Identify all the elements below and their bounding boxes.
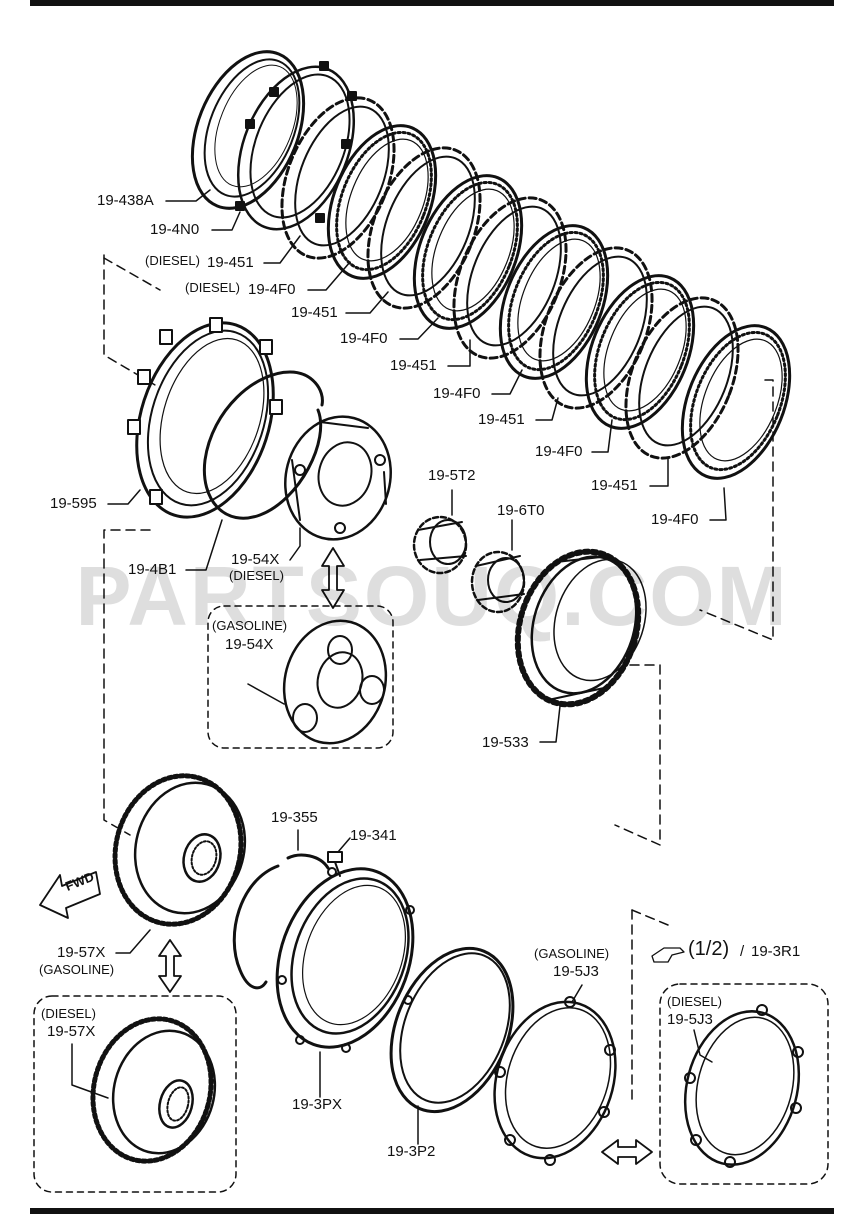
bottom-border xyxy=(30,1208,834,1214)
label-19-438A: 19-438A xyxy=(97,192,154,209)
label-19-6T0: 19-6T0 xyxy=(497,502,545,519)
friction-plates-19-4F0 xyxy=(308,110,811,494)
hand-pointer-icon xyxy=(652,948,684,962)
label-gasoline-5J3: (GASOLINE) xyxy=(534,946,610,961)
seal-ring-19-438A xyxy=(171,35,325,225)
callout-ref[interactable]: (1/2) xyxy=(688,938,730,960)
label-19-4F0-d: 19-4F0 xyxy=(535,443,583,460)
label-gasoline-57X: (GASOLINE) xyxy=(39,962,115,977)
label-19-595: 19-595 xyxy=(50,495,97,512)
piston-housing-19-3PX xyxy=(253,850,436,1067)
snap-ring-19-355 xyxy=(288,855,328,868)
label-19-4F0-b: 19-4F0 xyxy=(340,330,388,347)
label-19-451-b: 19-451 xyxy=(291,304,338,321)
label-diesel-5J3: (DIESEL) xyxy=(667,994,722,1009)
label-19-54X-diesel: 19-54X xyxy=(231,551,280,568)
pinion-gear-19-6T0 xyxy=(472,552,524,612)
label-diesel-57X: (DIESEL) xyxy=(41,1006,96,1021)
label-19-4F0-a: 19-4F0 xyxy=(248,281,296,298)
label-19-355: 19-355 xyxy=(271,809,318,826)
label-19-451-a: 19-451 xyxy=(207,254,254,271)
group-box-diesel-5J3 xyxy=(660,984,828,1184)
sun-gear-gasoline-19-57X xyxy=(99,762,260,939)
swap-arrow-54X xyxy=(322,548,344,608)
group-box-diesel-57X xyxy=(34,996,236,1192)
fwd-arrow-icon xyxy=(40,872,100,918)
label-19-4F0-c: 19-4F0 xyxy=(433,385,481,402)
planet-carrier-gasoline-19-54X xyxy=(271,609,400,755)
label-19-451-c: 19-451 xyxy=(390,357,437,374)
callout-separator: / xyxy=(740,943,745,960)
label-gasoline-54X: (GASOLINE) xyxy=(212,618,288,633)
label-19-57X-gasoline: 19-57X xyxy=(57,944,106,961)
swap-arrow-57X xyxy=(159,940,181,992)
plate-gasoline-19-5J3 xyxy=(475,986,635,1174)
label-19-3P2: 19-3P2 xyxy=(387,1143,436,1160)
label-19-5T2: 19-5T2 xyxy=(428,467,476,484)
label-19-451-d: 19-451 xyxy=(478,411,525,428)
label-19-533: 19-533 xyxy=(482,734,529,751)
label-diesel-4F0: (DIESEL) xyxy=(185,280,240,295)
dashed-guides xyxy=(104,255,773,1105)
label-19-341: 19-341 xyxy=(350,827,397,844)
group-box-gasoline-54X xyxy=(208,606,393,748)
plate-diesel-19-5J3 xyxy=(669,998,816,1177)
label-19-451-e: 19-451 xyxy=(591,477,638,494)
swap-arrow-5J3 xyxy=(602,1140,652,1164)
label-19-57X-diesel: 19-57X xyxy=(47,1023,96,1040)
label-19-54X-gasoline: 19-54X xyxy=(225,636,274,653)
label-diesel-54X: (DIESEL) xyxy=(229,568,284,583)
snap-ring-19-4B1 xyxy=(204,372,322,518)
label-19-4N0: 19-4N0 xyxy=(150,221,200,238)
label-19-3PX: 19-3PX xyxy=(292,1096,343,1113)
label-diesel-451: (DIESEL) xyxy=(145,253,200,268)
label-19-4F0-e: 19-4F0 xyxy=(651,511,699,528)
callout-target-link[interactable]: 19-3R1 xyxy=(751,943,801,960)
pinion-gear-19-5T2 xyxy=(414,517,466,573)
label-19-5J3-diesel: 19-5J3 xyxy=(667,1011,713,1028)
seal-ring-19-3P2 xyxy=(368,930,536,1130)
planet-carrier-diesel-19-54X xyxy=(272,405,405,552)
label-19-4B1: 19-4B1 xyxy=(128,561,177,578)
clutch-drum-19-595 xyxy=(113,305,297,535)
ring-gear-19-533 xyxy=(499,536,661,720)
label-19-5J3-gasoline: 19-5J3 xyxy=(553,963,599,980)
sun-gear-diesel-19-57X xyxy=(77,1005,228,1174)
separator-plates-19-451 xyxy=(260,81,760,474)
large-snap-ring xyxy=(234,866,278,988)
top-border xyxy=(30,0,834,6)
leader-lines xyxy=(72,190,726,1144)
